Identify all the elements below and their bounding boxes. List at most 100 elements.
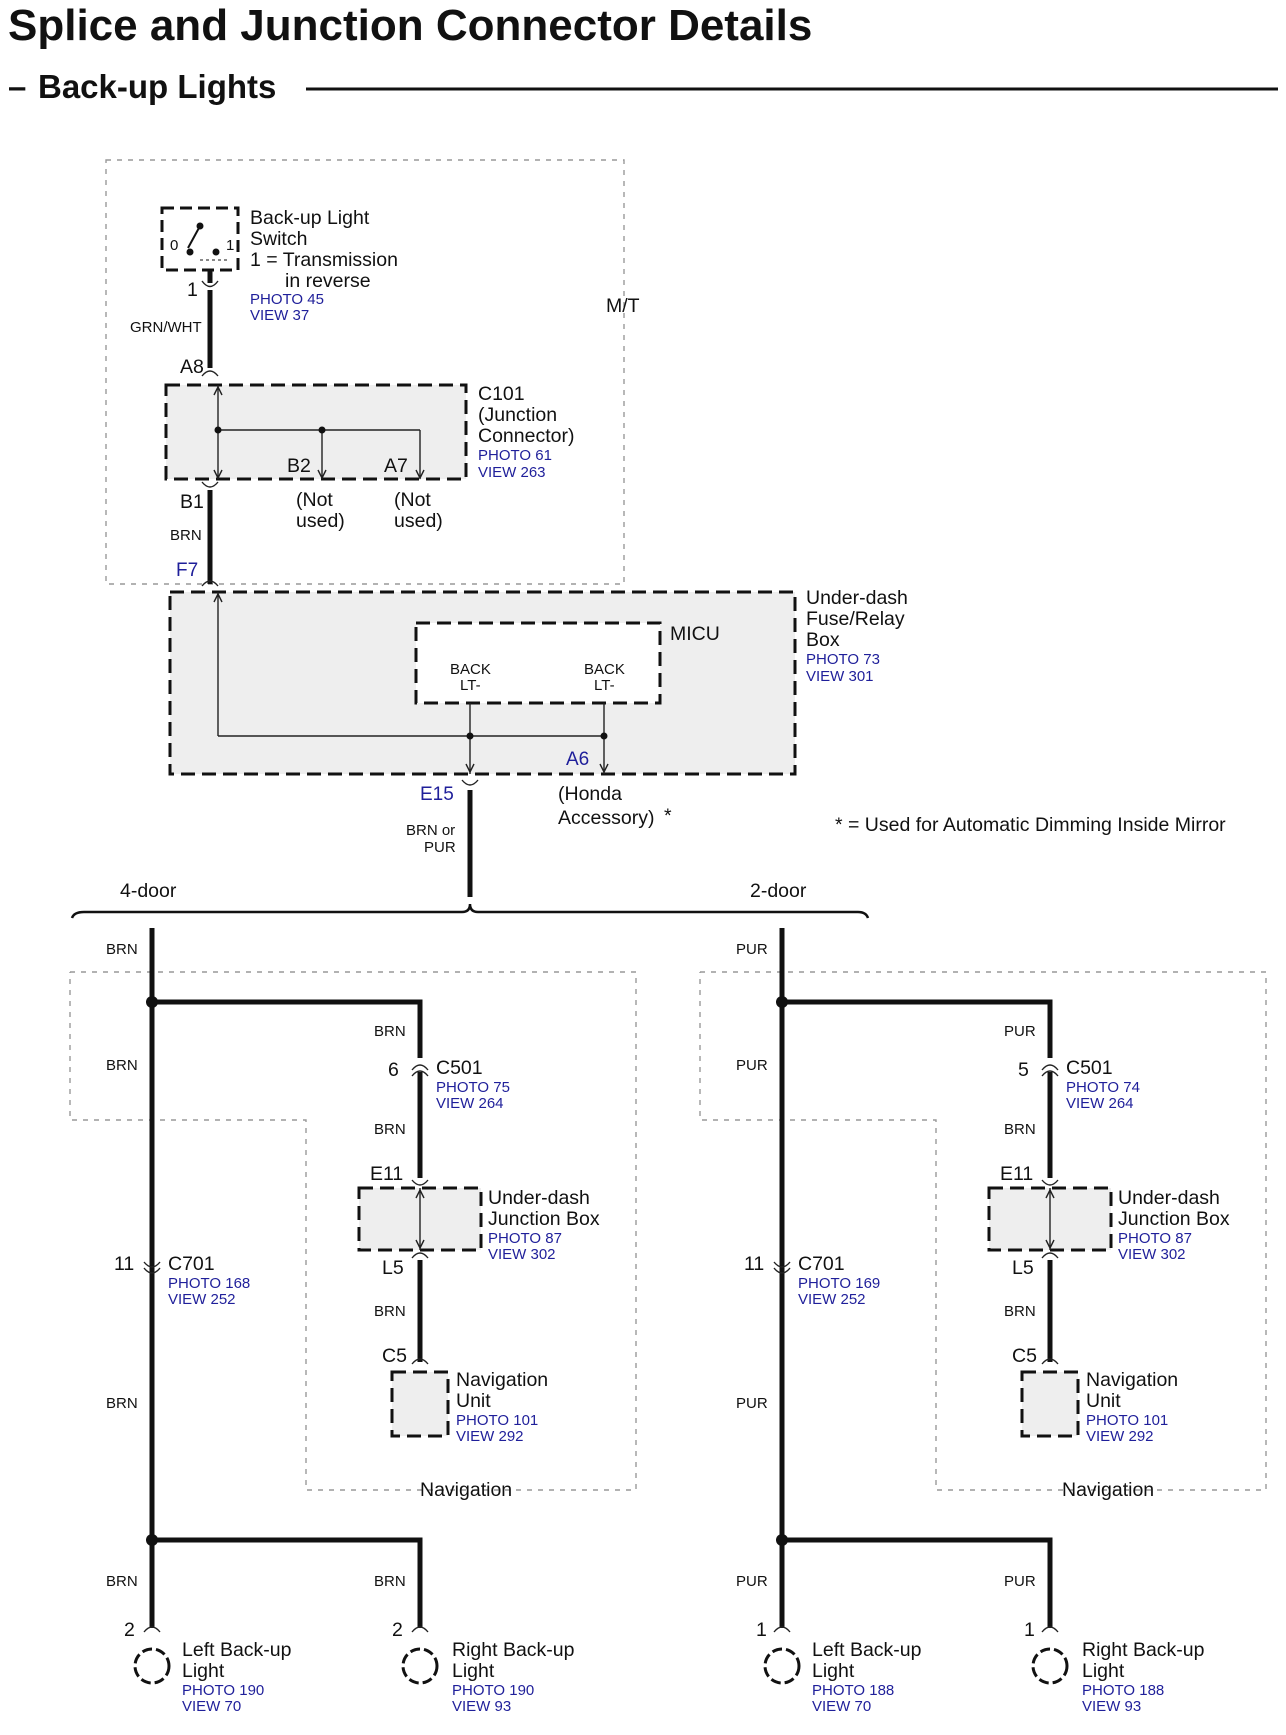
fd-c701-name: C701 [168,1253,215,1275]
fd-wire-top: BRN [106,941,138,958]
switch-pin: 1 [187,279,198,301]
td-c501-view: VIEW 264 [1066,1095,1134,1112]
td-nav-photo: PHOTO 101 [1086,1412,1168,1429]
fd-jbox-photo: PHOTO 87 [488,1230,562,1247]
td-nav-pin: C5 [1012,1345,1037,1367]
td-right-name-2: Light [1082,1660,1125,1682]
td-c701-name: C701 [798,1253,845,1275]
td-right-view: VIEW 93 [1082,1698,1141,1715]
fuse-box-name-1: Under-dash [806,587,908,609]
td-left-view: VIEW 70 [812,1698,871,1715]
fuse-box-name-3: Box [806,629,840,651]
td-right-name-1: Right Back-up [1082,1639,1205,1661]
c101-name-3: Connector) [478,425,574,447]
svg-text:0: 0 [170,237,178,254]
fd-c701-pin: 11 [114,1253,134,1275]
honda-asterisk: * [664,805,672,827]
td-nav-name-2: Unit [1086,1390,1121,1412]
fd-jbox-l5: L5 [382,1257,404,1279]
honda-accessory-2: Accessory) [558,807,654,829]
td-wire-low: PUR [736,1395,768,1412]
variant-2door: 2-door [750,880,807,902]
c101-b2-used: used) [296,510,345,532]
fd-jbox-name-1: Under-dash [488,1187,590,1209]
micu-back-lt-2b: LT- [594,677,615,694]
c101-b2-not: (Not [296,489,333,511]
c101-name-2: (Junction [478,404,557,426]
td-jbox-photo: PHOTO 87 [1118,1230,1192,1247]
td-jbox-view: VIEW 302 [1118,1246,1186,1263]
page-title: Splice and Junction Connector Details [8,1,812,50]
fd-c701-view: VIEW 252 [168,1291,236,1308]
td-left-photo: PHOTO 188 [812,1682,894,1699]
c101-pin-b1: B1 [180,491,204,513]
page-subtitle: Back-up Lights [38,68,276,105]
connector-a8 [201,370,219,377]
variant-4door: 4-door [120,880,177,902]
wire-label-brn: BRN [170,527,202,544]
wire-label-grn-wht: GRN/WHT [130,319,202,336]
fd-nav-pin: C5 [382,1345,407,1367]
wire-label-brn-or: BRN or [406,822,455,839]
c101-a7-used: used) [394,510,443,532]
svg-text:1: 1 [226,237,234,254]
td-left-pin: 1 [756,1619,767,1641]
switch-note-2: in reverse [285,270,371,292]
td-jbox-name-2: Junction Box [1118,1208,1230,1230]
backup-light-switch: 0 1 [160,206,240,272]
fd-jbox-view: VIEW 302 [488,1246,556,1263]
fd-nav-name-1: Navigation [456,1369,548,1391]
fuse-pin-a6: A6 [566,749,589,770]
mt-label: M/T [606,295,640,317]
fd-right-name-2: Light [452,1660,495,1682]
honda-accessory-1: (Honda [558,783,622,805]
fuse-box-name-2: Fuse/Relay [806,608,905,630]
td-nav-region: Navigation [1062,1479,1154,1501]
variant-brace [70,903,870,919]
fd-right-view: VIEW 93 [452,1698,511,1715]
td-jbox-name-1: Under-dash [1118,1187,1220,1209]
c101-name-1: C101 [478,383,525,405]
td-right-photo: PHOTO 188 [1082,1682,1164,1699]
c101-pin-a8: A8 [180,356,204,378]
fd-c701-photo: PHOTO 168 [168,1275,250,1292]
fd-left-pin: 2 [124,1619,135,1641]
c101-view: VIEW 263 [478,464,546,481]
td-c701-photo: PHOTO 169 [798,1275,880,1292]
td-wire-c501-top: PUR [1004,1023,1036,1040]
fd-wire-right-light: BRN [374,1573,406,1590]
fd-wire-c501-bottom: BRN [374,1121,406,1138]
fd-right-pin: 2 [392,1619,403,1641]
fd-c501-photo: PHOTO 75 [436,1079,510,1096]
td-c701-pin: 11 [744,1253,764,1275]
fd-nav-region: Navigation [420,1479,512,1501]
td-jbox-e11: E11 [1000,1163,1033,1185]
td-nav-name-1: Navigation [1086,1369,1178,1391]
micu-back-lt-2a: BACK [584,661,625,678]
td-wire-c501-bottom: BRN [1004,1121,1036,1138]
fd-wire-left-light: BRN [106,1573,138,1590]
fd-left-name-1: Left Back-up [182,1639,292,1661]
td-wire-nav: BRN [1004,1303,1036,1320]
switch-view: VIEW 37 [250,307,309,324]
connector-switch-pin1 [201,280,219,288]
wire-label-pur: PUR [424,839,456,856]
switch-photo: PHOTO 45 [250,291,324,308]
td-wire-top: PUR [736,941,768,958]
four-door-branch [69,928,637,1685]
fd-jbox-e11: E11 [370,1163,403,1185]
switch-name-2: Switch [250,228,307,250]
fd-nav-view: VIEW 292 [456,1428,524,1445]
mt-region-outline [105,159,625,585]
td-jbox-l5: L5 [1012,1257,1034,1279]
fd-nav-name-2: Unit [456,1390,491,1412]
fd-jbox-name-2: Junction Box [488,1208,600,1230]
fd-left-view: VIEW 70 [182,1698,241,1715]
fuse-box-view: VIEW 301 [806,668,874,685]
fd-left-name-2: Light [182,1660,225,1682]
c101-pin-a7: A7 [384,455,408,477]
switch-note-1: 1 = Transmission [250,249,398,271]
c101-a7-not: (Not [394,489,431,511]
fd-right-photo: PHOTO 190 [452,1682,534,1699]
